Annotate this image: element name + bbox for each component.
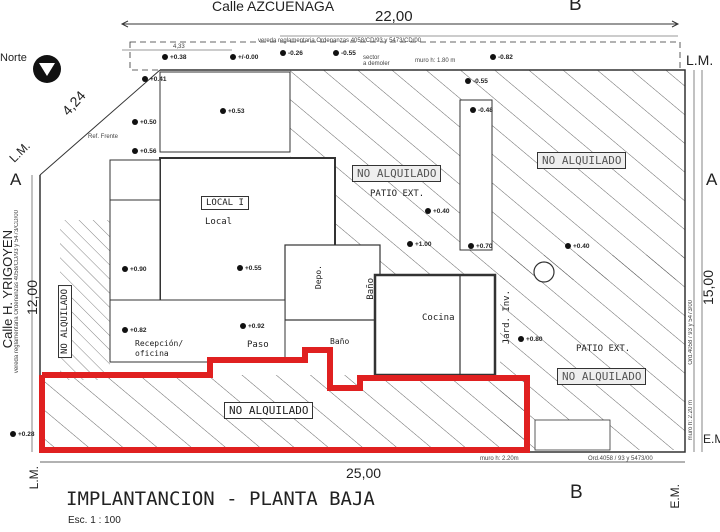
tag-no-alquilado-patio-top-right: NO ALQUILADO [537, 152, 627, 169]
note-sidewalk-top: vereda reglamentaria Ordenanzas 4058/CD/… [258, 38, 422, 44]
north-arrow-icon [33, 55, 61, 83]
room-jardin-invierno: Jard. Inv. [502, 290, 512, 345]
dimension-front-offset: 4,33 [173, 44, 185, 50]
north-label: Norte [0, 52, 27, 64]
street-left-label: Calle H. YRIGOYEN [0, 230, 15, 349]
tag-no-alquilado-patio-bottom-right: NO ALQUILADO [557, 368, 647, 385]
lm-bottom: L.M. [27, 466, 41, 490]
room-bano-2: Baño [366, 278, 376, 300]
level-marker: +0.40 [565, 243, 589, 250]
interior-walls [109, 71, 611, 451]
room-patio-ext-right: PATIO EXT. [576, 344, 631, 354]
level-marker: +0.82 [122, 327, 146, 334]
note-wall-bottom: muro h: 2.20m [480, 456, 519, 462]
room-bano-4: Baño [330, 337, 350, 346]
tag-no-alquilado-left: NO ALQUILADO [58, 285, 72, 359]
level-marker: +0.90 [122, 266, 146, 273]
level-marker: -0.26 [280, 50, 303, 57]
level-marker: +0.56 [132, 148, 156, 155]
leased-area-outline [39, 347, 530, 453]
dimension-right-total: 15,00 [700, 270, 716, 306]
section-b-bottom-marker: B [570, 482, 583, 503]
level-marker: -0.55 [465, 78, 488, 85]
dimension-bottom-total: 25,00 [344, 465, 384, 481]
dimension-top [120, 20, 680, 51]
level-marker: -0.48 [470, 107, 493, 114]
street-top-label: Calle AZCUENAGA [212, 0, 335, 14]
em-right: E.M. [703, 432, 720, 446]
tag-no-alquilado-patio: NO ALQUILADO [352, 165, 442, 182]
level-marker: -0.82 [490, 54, 513, 61]
drawing-title: IMPLANTANCION - PLANTA BAJA [66, 488, 375, 510]
drawing-scale: Esc. 1 : 100 [68, 515, 121, 526]
level-marker: +0.92 [240, 323, 264, 330]
room-cocina: Cocina [422, 313, 455, 323]
note-demolish-sector: sector a demoler [363, 55, 390, 67]
room-deposito: Depo. [314, 265, 323, 290]
level-marker: +0.38 [162, 54, 186, 61]
room-recepcion: Recepción/ oficina [135, 339, 184, 358]
tag-no-alquilado-main: NO ALQUILADO [224, 402, 314, 419]
property-boundary [31, 41, 703, 463]
room-local: Local [205, 217, 233, 227]
note-ordinance-bottom: Ord.4058 / 93 y 5473/00 [588, 456, 653, 462]
room-patio-ext-top: PATIO EXT. [370, 189, 425, 199]
level-marker: +0.28 [10, 431, 34, 438]
dimension-top-total: 22,00 [375, 8, 413, 25]
section-a-right-marker: A [706, 170, 718, 189]
section-b-top-marker: B [569, 0, 582, 15]
note-sidewalk-left: vereda reglamentaria Ordenanzas 4058/CD/… [14, 210, 20, 374]
lm-top-right: L.M. [686, 52, 714, 68]
note-ordinance-right: Ord.4058 / 93 y 5473/00 [688, 300, 694, 365]
level-marker: +0.80 [518, 336, 542, 343]
level-marker: +0.50 [132, 119, 156, 126]
level-marker: +0.70 [468, 243, 492, 250]
level-marker: -0.55 [333, 50, 356, 57]
section-a-left-marker: A [10, 170, 22, 189]
level-marker: +0.55 [237, 265, 261, 272]
room-paso: Paso [247, 340, 269, 350]
dimension-left-total: 12,00 [24, 280, 40, 316]
tag-local-1: LOCAL I [201, 196, 249, 210]
note-front-ref: Ref. Frente [88, 134, 119, 140]
level-marker: +0.53 [220, 108, 244, 115]
level-marker: +0.41 [142, 76, 166, 83]
note-wall-right: muro h: 2.20 m [688, 400, 694, 441]
level-marker: +0.40 [425, 208, 449, 215]
level-marker: +/-0.00 [230, 54, 258, 61]
note-wall-top: muro h: 1.80 m [415, 58, 456, 64]
level-marker: +1.00 [407, 241, 431, 248]
em-bottom: E.M. [668, 484, 682, 509]
